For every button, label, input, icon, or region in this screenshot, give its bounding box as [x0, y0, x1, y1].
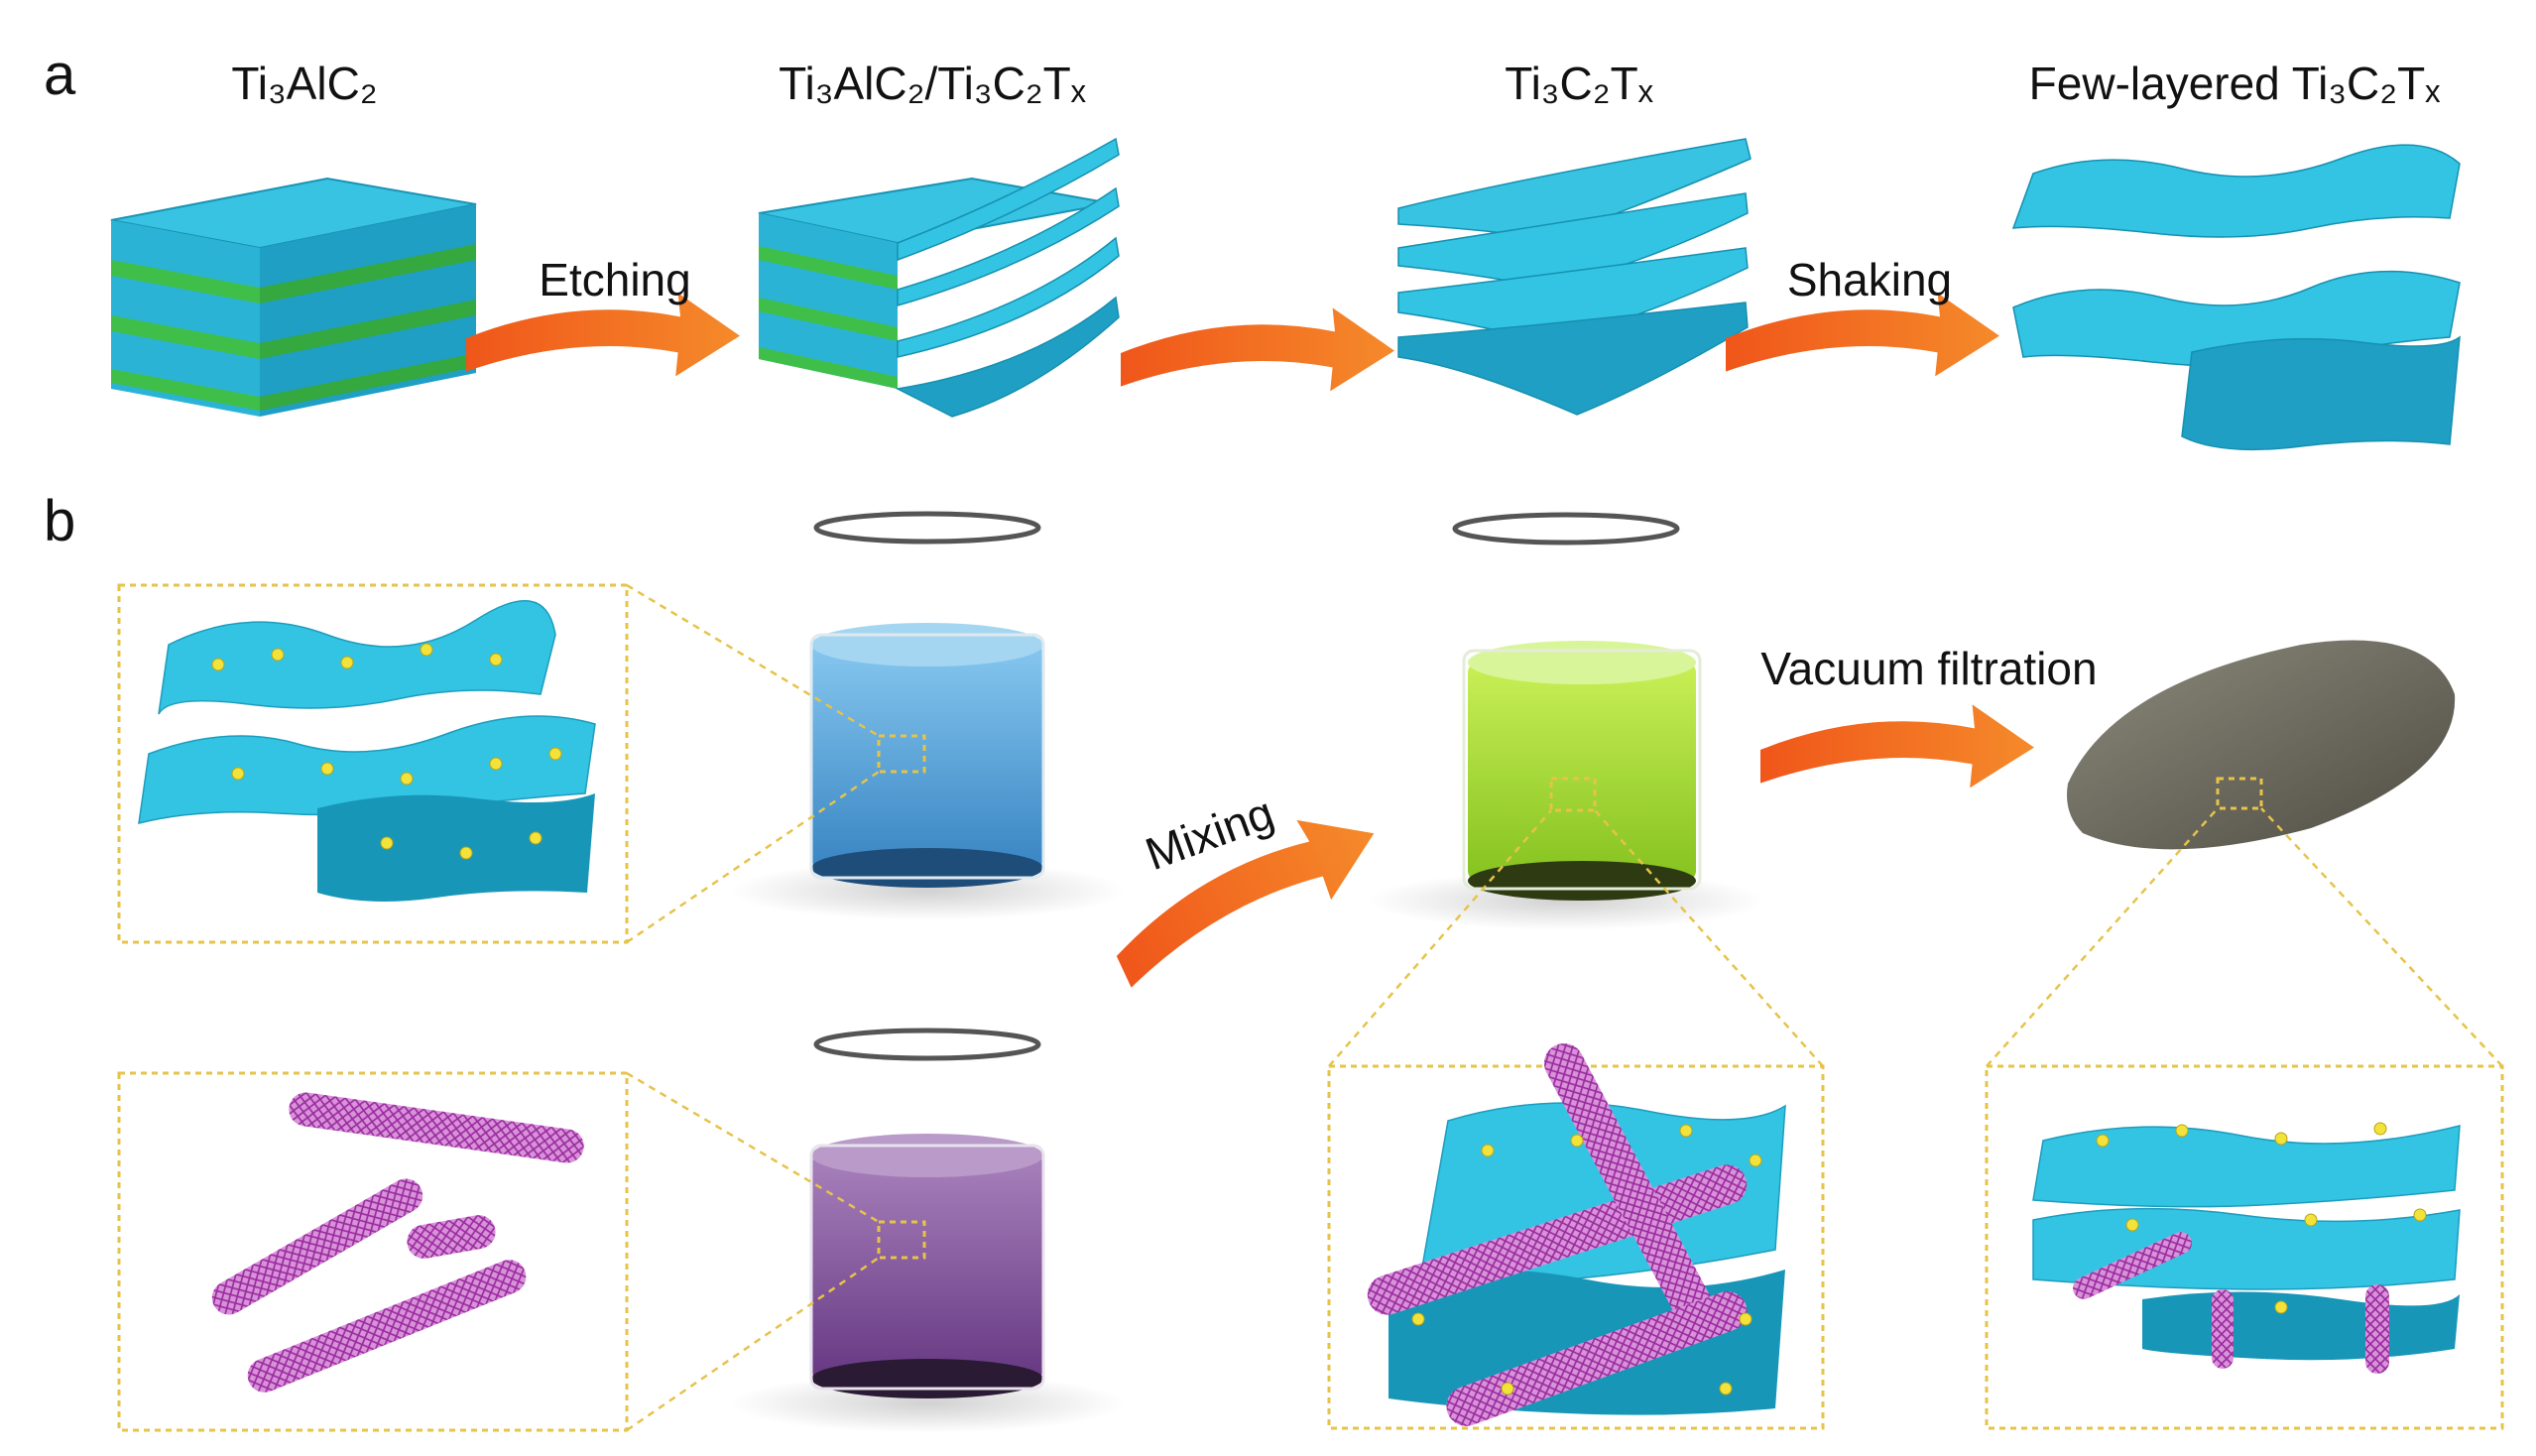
film-zoom-marker: [2216, 777, 2263, 810]
zoom-connector-lines: [626, 583, 2503, 1432]
vacuum-filtration-arrow: [1760, 704, 2034, 789]
vacuum-filtration-label: Vacuum filtration: [1760, 643, 2097, 694]
cnt-dispersion-beaker: [729, 1134, 1126, 1433]
inset-film-structure: [1985, 1064, 2504, 1430]
mixed-dispersion-beaker: [1368, 641, 1764, 930]
green-beaker-zoom-marker: [1549, 777, 1597, 812]
stage-title-partially-etched: Ti₃AlC₂/Ti₃C₂Tₓ: [779, 58, 1087, 109]
stage-title-multilayer-mxene: Ti₃C₂Tₓ: [1505, 58, 1654, 109]
mxene-cnt-composite: [1367, 1042, 1786, 1426]
etching-label: Etching: [539, 254, 690, 305]
panel-a-label: a: [44, 43, 76, 107]
stage-title-max-phase: Ti₃AlC₂: [231, 58, 377, 109]
shaking-label: Shaking: [1787, 254, 1952, 305]
film-cross-section: [2032, 1122, 2461, 1374]
inset-mixed-composite: [1327, 1064, 1825, 1430]
purple-beaker-zoom-marker: [877, 1220, 926, 1260]
green-beaker-lid: [1452, 512, 1680, 546]
etching-arrow: [466, 293, 740, 377]
blue-beaker-lid: [813, 511, 1041, 545]
carbon-nanotubes: [211, 1092, 584, 1393]
few-layered-mxene-flakes: [2011, 144, 2461, 451]
inset-cnt: [117, 1071, 629, 1432]
mxene-dispersion-beaker: [729, 623, 1126, 920]
second-etching-arrow: [1121, 307, 1394, 392]
max-phase-block: [110, 177, 477, 417]
vacuum-filtered-film: [2067, 640, 2456, 850]
panel-b-label: b: [44, 489, 75, 553]
multilayer-mxene-stack: [1397, 138, 1751, 416]
mxene-flakes-with-nanoparticles: [138, 599, 596, 902]
stage-title-few-layered-mxene: Few-layered Ti₃C₂Tₓ: [2029, 58, 2442, 109]
blue-beaker-zoom-marker: [877, 734, 926, 774]
purple-beaker-lid: [813, 1028, 1041, 1061]
shaking-arrow: [1726, 293, 1999, 377]
partially-etched-block: [758, 137, 1120, 418]
inset-mxene-nanoparticles: [117, 583, 629, 944]
